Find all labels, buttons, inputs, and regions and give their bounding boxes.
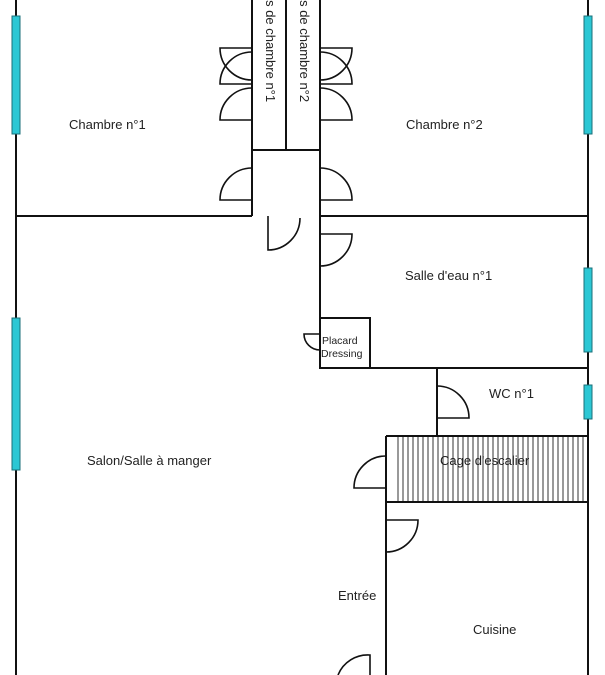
door-hall	[267, 216, 301, 251]
door-closet2-b2	[319, 87, 353, 121]
door-wc	[436, 385, 470, 419]
window-chambre2	[583, 15, 593, 135]
door-closet1-b2	[219, 87, 253, 121]
door-placard	[303, 333, 321, 351]
label-salle-eau: Salle d'eau n°1	[405, 268, 493, 283]
door-salle-eau	[319, 233, 353, 267]
windows	[11, 15, 593, 471]
closet1-label-clip: Placards de chambre n°1	[252, 0, 286, 148]
door-closet2-bottom	[319, 51, 353, 85]
door-cuisine	[385, 519, 419, 553]
label-salon: Salon/Salle à manger	[87, 453, 212, 468]
label-chambre1: Chambre n°1	[69, 117, 146, 132]
door-stair	[353, 455, 387, 489]
door-closet1-top	[219, 47, 253, 81]
interior-walls	[16, 0, 588, 675]
door-chambre2	[319, 167, 353, 201]
label-chambre2: Chambre n°2	[406, 117, 483, 132]
label-entree: Entrée	[338, 588, 377, 603]
window-wc	[583, 384, 593, 420]
label-dressing: Dressing	[321, 348, 363, 360]
door-closet2-top	[319, 47, 353, 81]
door-closet1-bottom	[219, 51, 253, 85]
doors	[219, 47, 470, 675]
stair-treads	[397, 437, 584, 501]
label-wc: WC n°1	[489, 386, 534, 401]
closet2-label-clip: Placards de chambre n°2	[286, 0, 320, 148]
door-chambre1	[219, 167, 253, 201]
window-salon	[11, 317, 21, 471]
window-salle-eau	[583, 267, 593, 353]
label-placard-chambre2: Placards de chambre n°2	[297, 0, 312, 103]
label-placard-chambre1: Placards de chambre n°1	[263, 0, 278, 103]
label-placard: Placard	[322, 335, 358, 347]
door-entree	[337, 654, 371, 675]
window-chambre1	[11, 15, 21, 135]
label-cage-escalier: Cage d'escalier	[440, 453, 530, 468]
label-cuisine: Cuisine	[473, 622, 517, 637]
